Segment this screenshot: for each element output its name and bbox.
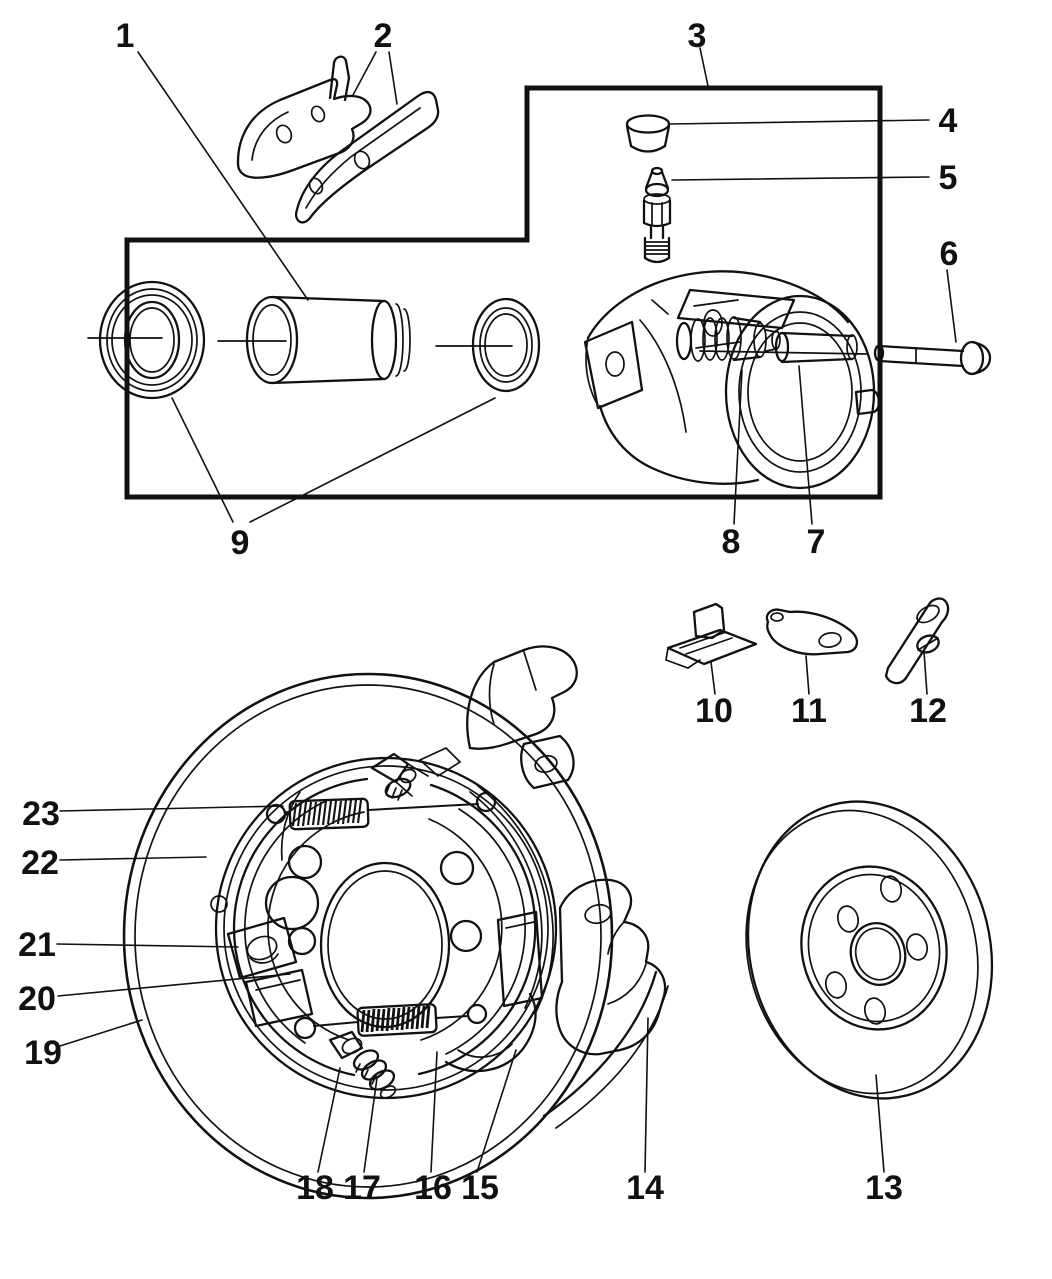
callout-2: 2 (374, 17, 393, 55)
brake-rotor-drawing (745, 800, 994, 1100)
callout-14: 14 (626, 1169, 664, 1207)
adjuster-strut-drawing (884, 597, 950, 685)
callout-3: 3 (688, 17, 707, 55)
upper-return-spring-drawing (265, 791, 497, 831)
lower-adjuster-drawing (328, 1030, 397, 1099)
retainer-clip-drawing (665, 602, 758, 669)
lower-return-spring-drawing (293, 1003, 488, 1040)
callout-22: 22 (21, 844, 59, 882)
callout-10: 10 (695, 692, 733, 730)
callout-1: 1 (116, 17, 135, 55)
caliper-piston-drawing (245, 295, 411, 385)
caliper-housing-drawing (583, 270, 881, 490)
callout-13: 13 (865, 1169, 903, 1207)
callout-21: 21 (18, 926, 56, 964)
callout-8: 8 (722, 523, 741, 561)
guide-pin-sleeve-drawing (774, 331, 858, 364)
callout-11: 11 (791, 692, 827, 730)
callout-7: 7 (807, 523, 826, 561)
callout-15: 15 (461, 1169, 499, 1207)
dust-shield-drawing (122, 645, 614, 1200)
callout-18: 18 (296, 1169, 334, 1207)
callout-23: 23 (22, 795, 60, 833)
brake-pads-drawing (236, 55, 440, 224)
callout-16: 16 (414, 1169, 452, 1207)
callout-19: 19 (24, 1034, 62, 1072)
bleeder-screw-drawing (642, 166, 672, 264)
bottom-leader-lines (56, 651, 928, 1173)
callout-4: 4 (939, 102, 958, 140)
parking-lever-drawing (765, 608, 859, 656)
upper-adjuster-drawing (370, 746, 462, 801)
backing-plate-hub-and-holes (264, 844, 483, 1029)
kit-boundary-box (124, 85, 883, 500)
callout-labels: 1 2 3 4 5 6 7 8 9 10 11 12 13 14 15 16 1… (18, 17, 958, 1207)
callout-5: 5 (939, 159, 958, 197)
callout-6: 6 (940, 235, 959, 273)
callout-9: 9 (231, 524, 250, 562)
callout-12: 12 (909, 692, 947, 730)
piston-seal-drawing (471, 297, 541, 393)
top-leader-lines (137, 47, 957, 525)
guide-pin-bushing-drawing (675, 316, 781, 362)
bleeder-cap-drawing (625, 114, 671, 153)
adapter-bracket-drawing (542, 878, 669, 1129)
callout-17: 17 (343, 1169, 381, 1207)
guide-pin-bolt-drawing (873, 340, 992, 376)
piston-dust-boot-drawing (98, 280, 206, 400)
callout-20: 20 (18, 980, 56, 1018)
